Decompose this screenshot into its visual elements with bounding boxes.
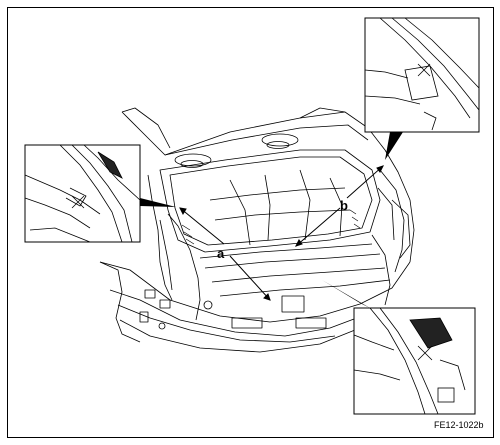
- vehicle-body: [99, 107, 415, 353]
- figure-reference-code: FE12-1022b: [434, 420, 484, 430]
- inset-left-pointer: [140, 198, 176, 207]
- callout-label-a: a: [217, 246, 225, 261]
- detail-inset-left: [24, 144, 176, 243]
- detail-inset-bottom: [322, 280, 476, 415]
- inset-right-pointer: [385, 132, 403, 160]
- callout-leaders: [179, 165, 384, 301]
- inset-bottom-pointer: [322, 280, 370, 308]
- callout-label-b: b: [340, 198, 348, 213]
- detail-inset-right: [364, 17, 480, 160]
- figure-frame: [7, 7, 494, 438]
